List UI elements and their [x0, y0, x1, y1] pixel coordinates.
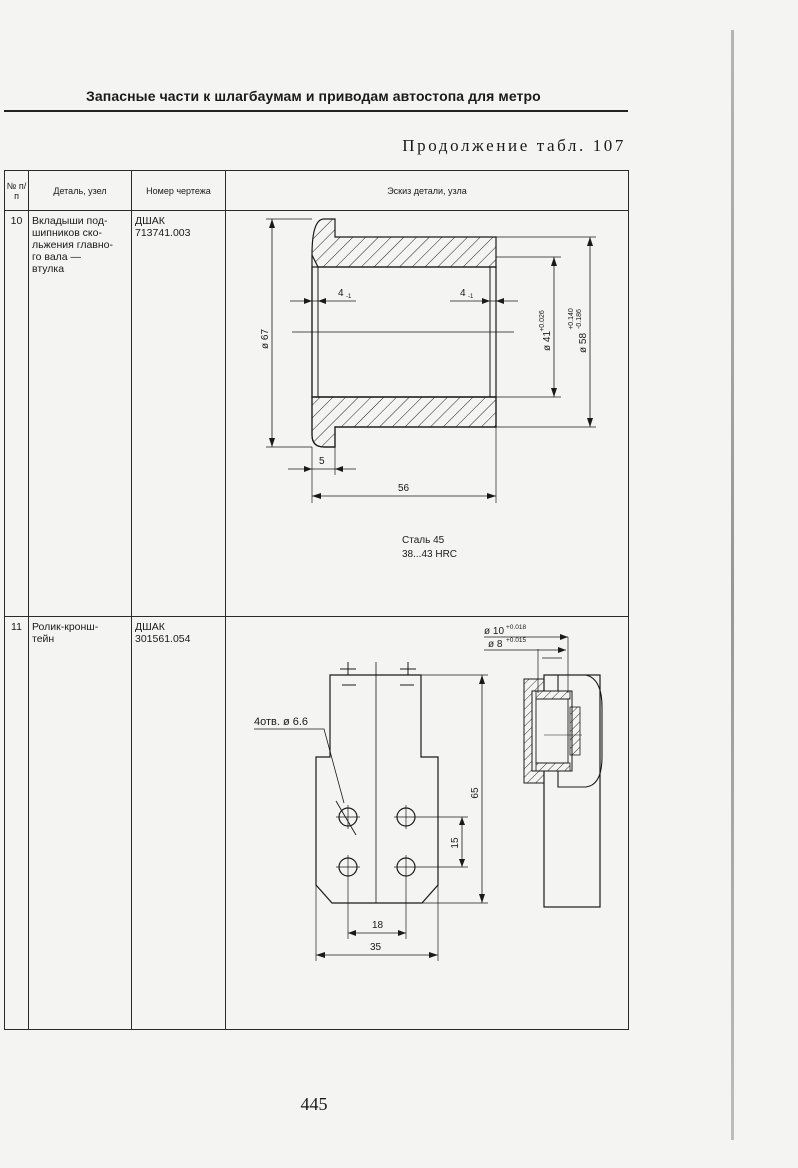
dim-length: 56	[398, 483, 410, 494]
dim-outer-diameter: ø 67	[260, 329, 271, 349]
dim-seat-tolerance-upper: +0.140	[568, 308, 575, 330]
material-grade: Сталь 45	[402, 535, 445, 546]
part-name: Вкладыши под- шипников ско- льжения глав…	[28, 210, 132, 617]
dim-flange-width: 5	[319, 456, 325, 467]
mounting-holes	[336, 805, 418, 879]
header-rule	[4, 110, 628, 112]
col-header-number: № п/п	[4, 170, 29, 211]
material-hardness: 38...43 HRC	[402, 549, 457, 560]
bracket-plate-outline	[315, 674, 439, 904]
page-number: 445	[300, 1094, 328, 1114]
bushing-section-bottom	[311, 396, 497, 448]
dim-width: 35	[370, 942, 382, 953]
bushing-drawing: ø 67 ø 41 +0.026 ø 58 +0.140 -0.186	[260, 218, 596, 560]
dim-chamfer-right: 4	[460, 288, 466, 299]
dim-chamfer-left-tolerance: -1	[346, 294, 352, 300]
row-number: 10	[4, 210, 29, 617]
table-header-row: № п/п Деталь, узел Номер чертежа Эскиз д…	[4, 170, 629, 211]
table-continuation-caption: Продолжение табл. 107	[402, 136, 626, 155]
col-header-drawing-number: Номер чертежа	[131, 170, 226, 211]
part-name: Ролик-кронш- тейн	[28, 616, 132, 1030]
col-header-part: Деталь, узел	[28, 170, 132, 211]
dim-diameter-10: ø 10	[484, 626, 504, 637]
holes-callout: 4отв. ø 6.6	[254, 716, 308, 728]
dim-seat-tolerance-lower: -0.186	[576, 309, 583, 329]
scan-edge-shadow	[731, 30, 734, 1140]
bushing-sketch-cell: ø 67 ø 41 +0.026 ø 58 +0.140 -0.186	[225, 210, 629, 617]
table-row: 10 Вкладыши под- шипников ско- льжения г…	[4, 210, 629, 617]
dim-seat-diameter: ø 58	[578, 333, 589, 353]
dim-bore-diameter: ø 41	[542, 331, 553, 351]
dim-chamfer-left: 4	[338, 288, 344, 299]
drawing-number: ДШАК 301561.054	[131, 616, 226, 1030]
dim-bore-tolerance: +0.026	[539, 310, 546, 332]
bracket-sketch-cell: 4отв. ø 6.6 65 15	[225, 616, 629, 1030]
row-number: 11	[4, 616, 29, 1030]
table-row: 11 Ролик-кронш- тейн ДШАК 301561.054	[4, 616, 629, 1030]
running-head: Запасные части к шлагбаумам и приводам а…	[86, 88, 541, 104]
dim-chamfer-right-tolerance: -1	[468, 294, 474, 300]
dim-height: 65	[470, 787, 481, 799]
col-header-sketch: Эскиз детали, узла	[225, 170, 629, 211]
dim-diameter-8-tolerance: +0.015	[506, 637, 526, 644]
dim-hole-pitch-horizontal: 18	[372, 920, 384, 931]
bushing-section-top	[311, 218, 497, 268]
dim-diameter-8: ø 8	[488, 639, 503, 650]
spare-parts-table: № п/п Деталь, узел Номер чертежа Эскиз д…	[4, 170, 629, 1030]
roller-bracket-drawing: 4отв. ø 6.6 65 15	[254, 624, 603, 961]
drawing-number: ДШАК 713741.003	[131, 210, 226, 617]
dim-diameter-10-tolerance: +0.018	[506, 624, 526, 631]
dim-hole-pitch-vertical: 15	[450, 837, 461, 849]
